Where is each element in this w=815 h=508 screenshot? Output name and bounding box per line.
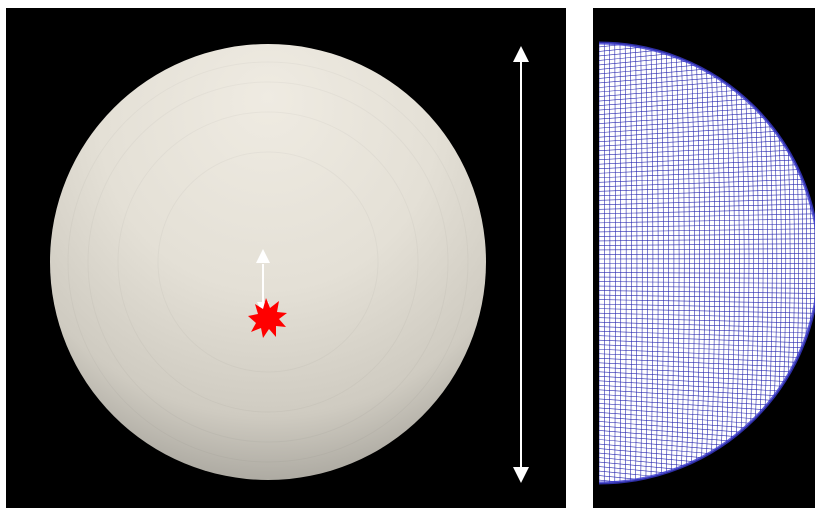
mesh-column-line — [635, 43, 638, 483]
mesh-column-line — [660, 43, 664, 483]
mesh-column-line — [630, 43, 632, 483]
mesh-canvas — [598, 41, 815, 485]
sphere-render-panel — [6, 8, 566, 508]
mesh-column-line — [733, 43, 740, 483]
hemisphere-outline — [598, 41, 815, 485]
arrow-head-bottom-icon — [513, 467, 529, 483]
mesh-column-line — [724, 43, 730, 483]
mesh-column-line — [738, 43, 745, 483]
hemisphere-mesh — [599, 43, 815, 483]
arrow-head-up-icon — [256, 249, 270, 263]
arrow-head-top-icon — [513, 46, 529, 62]
mesh-column-line — [645, 43, 648, 483]
mesh-column-line — [624, 43, 627, 483]
mesh-column-line — [729, 43, 735, 483]
explosion-icon — [248, 298, 287, 338]
mesh-column-line — [719, 43, 725, 483]
mesh-row-line — [599, 474, 815, 483]
mesh-column-line — [695, 43, 700, 483]
mesh-column-line — [690, 43, 695, 483]
mesh-row-line — [599, 43, 815, 44]
mesh-column-line — [685, 43, 690, 483]
mesh-column-line — [640, 43, 643, 483]
mesh-column-line — [614, 43, 616, 483]
mesh-column-line — [650, 43, 654, 483]
mesh-row-line — [599, 479, 815, 483]
diameter-arrow — [513, 46, 529, 483]
mesh-render-panel — [593, 8, 815, 508]
mesh-column-line — [680, 43, 685, 483]
mesh-column-line — [619, 43, 622, 483]
mesh-column-line — [665, 43, 669, 483]
mesh-column-line — [675, 43, 680, 483]
sphere-render-canvas — [50, 44, 529, 483]
mesh-column-line — [710, 43, 716, 483]
mesh-column-line — [700, 43, 705, 483]
mesh-column-line — [655, 43, 659, 483]
mesh-column-line — [705, 43, 711, 483]
mesh-row-line — [599, 43, 815, 53]
mesh-column-line — [714, 43, 721, 483]
mesh-column-line — [670, 43, 675, 483]
